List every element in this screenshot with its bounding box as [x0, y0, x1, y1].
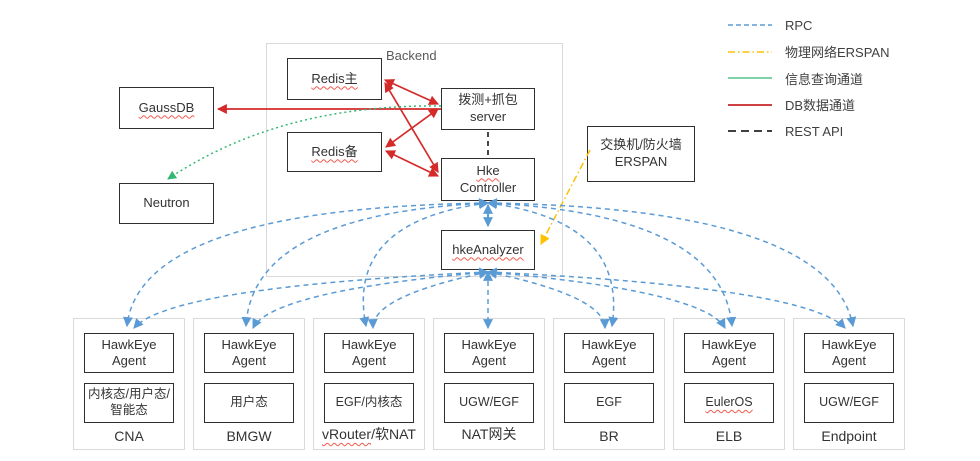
agent-group-bmgw: HawkEye Agent 用户态 BMGW — [193, 318, 305, 450]
hawkeye-agent-box: HawkEye Agent — [204, 333, 294, 373]
agent-group-elb: HawkEye Agent EulerOS ELB — [673, 318, 785, 450]
hawkeye-agent-box: HawkEye Agent — [684, 333, 774, 373]
node-neutron: Neutron — [119, 183, 214, 224]
node-redis-master: Redis主 — [287, 58, 382, 100]
platform-label: CNA — [114, 428, 144, 444]
legend-label: RPC — [785, 17, 813, 33]
node-switch-erspan: 交换机/防火墙 ERSPAN — [587, 126, 695, 182]
erspan-line-sample — [728, 50, 772, 53]
agent-mode-box: EulerOS — [684, 383, 774, 423]
hke-controller-label-line1: Hke — [476, 162, 500, 178]
agent-mode-box: EGF — [564, 383, 654, 423]
agent-mode-box: 用户态 — [204, 383, 294, 423]
legend-label: 信息查询通道 — [785, 71, 864, 87]
legend-label: 物理网络ERSPAN — [785, 45, 890, 60]
node-gaussdb: GaussDB — [119, 87, 214, 129]
hawkeye-agent-label: HawkEye — [821, 336, 877, 352]
agent-mode-label: 内核态/用户态/智能态 — [88, 387, 170, 417]
hawkeye-agent-box: HawkEye Agent — [444, 333, 534, 373]
agent-mode-label: EGF/内核态 — [335, 395, 403, 410]
rest-api-line-sample — [728, 130, 772, 132]
probe-server-label-line2: server — [469, 109, 507, 124]
agent-mode-box: EGF/内核态 — [324, 383, 414, 423]
probe-server-label-line1: 拨测+抓包 — [458, 92, 518, 108]
node-probe-server: 拨测+抓包 server — [441, 88, 535, 130]
switch-erspan-label-line1: 交换机/防火墙 — [600, 137, 682, 153]
hawkeye-agent-box: HawkEye Agent — [564, 333, 654, 373]
legend-item-erspan: 物理网络ERSPAN — [727, 43, 890, 61]
hawkeye-agent-label: HawkEye — [221, 336, 277, 352]
hawkeye-agent-label: HawkEye — [341, 336, 397, 352]
hawkeye-agent-label: HawkEye — [701, 336, 757, 352]
hawkeye-agent-label: HawkEye — [581, 336, 637, 352]
gaussdb-label: GaussDB — [138, 99, 195, 115]
info-query-line-sample — [728, 77, 772, 79]
agent-group-cna: HawkEye Agent 内核态/用户态/智能态 CNA — [73, 318, 185, 450]
backend-group-label: Backend — [386, 48, 437, 63]
redis-master-label: Redis主 — [311, 70, 358, 86]
agent-mode-label: UGW/EGF — [819, 395, 879, 410]
agent-mode-label: EGF — [596, 395, 622, 410]
agent-group-endpoint: HawkEye Agent UGW/EGF Endpoint — [793, 318, 905, 450]
agent-group-natgw: HawkEye Agent UGW/EGF NAT网关 — [433, 318, 545, 450]
agent-group-vrouter: HawkEye Agent EGF/内核态 vRouter/软NAT — [313, 318, 425, 450]
agent-mode-label: UGW/EGF — [459, 395, 519, 410]
legend-item-info-query: 信息查询通道 — [727, 69, 890, 87]
legend-label: DB数据通道 — [785, 98, 856, 113]
node-hke-controller: Hke Controller — [441, 158, 535, 201]
platform-label: vRouter/软NAT — [322, 426, 416, 442]
legend-item-rest-api: REST API — [727, 122, 890, 140]
agent-group-br: HawkEye Agent EGF BR — [553, 318, 665, 450]
switch-erspan-label-line2: ERSPAN — [614, 154, 668, 169]
hawkeye-agent-box: HawkEye Agent — [324, 333, 414, 373]
hawkeye-agent-box: HawkEye Agent — [804, 333, 894, 373]
neutron-label: Neutron — [143, 195, 190, 211]
node-hke-analyzer: hkeAnalyzer — [441, 230, 535, 270]
hke-analyzer-label: hkeAnalyzer — [452, 241, 524, 257]
hke-controller-label-line2: Controller — [459, 179, 517, 195]
platform-label: ELB — [715, 428, 743, 444]
legend: RPC 物理网络ERSPAN 信息查询通道 DB数据通道 REST API — [727, 16, 890, 149]
rpc-line-sample — [728, 24, 772, 26]
agent-mode-box: UGW/EGF — [444, 383, 534, 423]
hawkeye-agent-label: HawkEye — [101, 336, 157, 352]
platform-label: BR — [599, 428, 619, 444]
legend-label: REST API — [785, 123, 844, 139]
db-channel-line-sample — [728, 103, 772, 106]
hawkeye-agent-box: HawkEye Agent — [84, 333, 174, 373]
platform-label: NAT网关 — [461, 426, 517, 442]
agent-mode-box: 内核态/用户态/智能态 — [84, 383, 174, 423]
agent-mode-box: UGW/EGF — [804, 383, 894, 423]
agent-mode-label: 用户态 — [230, 395, 268, 410]
hawkeye-agent-label: HawkEye — [461, 336, 517, 352]
legend-item-rpc: RPC — [727, 16, 890, 34]
platform-label: Endpoint — [821, 428, 877, 444]
node-redis-backup: Redis备 — [287, 132, 382, 172]
legend-item-db-channel: DB数据通道 — [727, 96, 890, 114]
platform-label: BMGW — [226, 428, 272, 444]
redis-backup-label: Redis备 — [311, 143, 358, 159]
